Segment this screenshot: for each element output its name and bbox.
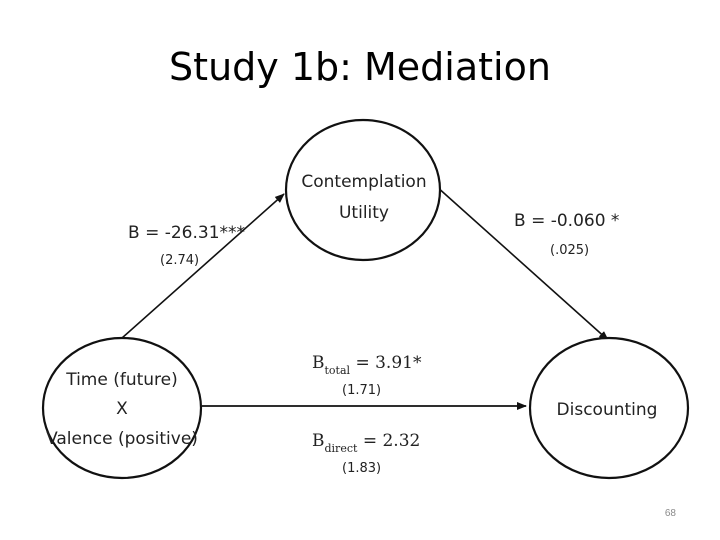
total-effect-standard-error: (1.71) [342, 383, 381, 398]
predictor-node: Time (future) X Valence (positive) [41, 336, 203, 480]
a-path-standard-error: (2.74) [160, 253, 199, 268]
direct-effect-subscript: direct [325, 442, 358, 455]
page-number: 68 [664, 508, 676, 519]
slide-title: Study 1b: Mediation [169, 45, 551, 89]
arrow-mediator-to-outcome [435, 185, 609, 341]
mediator-label-line1: Contemplation [301, 172, 426, 192]
a-path-coefficient: B = -26.31*** [128, 223, 245, 243]
mediator-node: Contemplation Utility [284, 118, 442, 262]
direct-effect-coefficient: Bdirect = 2.32 [312, 431, 420, 455]
arrow-predictor-to-mediator [121, 193, 285, 339]
b-path-standard-error: (.025) [550, 243, 589, 258]
predictor-label-line1: Time (future) [65, 370, 178, 390]
total-effect-coefficient: Btotal = 3.91* [312, 353, 422, 377]
direct-effect-standard-error: (1.83) [342, 461, 381, 476]
total-effect-subscript: total [325, 364, 351, 377]
total-effect-letter: B [312, 353, 325, 373]
predictor-label-line2: X [116, 399, 128, 419]
total-effect-value: = 3.91* [350, 353, 422, 373]
outcome-label: Discounting [557, 400, 658, 420]
outcome-node: Discounting [528, 336, 690, 480]
direct-effect-letter: B [312, 431, 325, 451]
direct-effect-value: = 2.32 [357, 431, 420, 451]
mediator-label-line2: Utility [339, 203, 389, 223]
predictor-label-line3: Valence (positive) [46, 429, 198, 449]
b-path-coefficient: B = -0.060 * [514, 211, 619, 231]
